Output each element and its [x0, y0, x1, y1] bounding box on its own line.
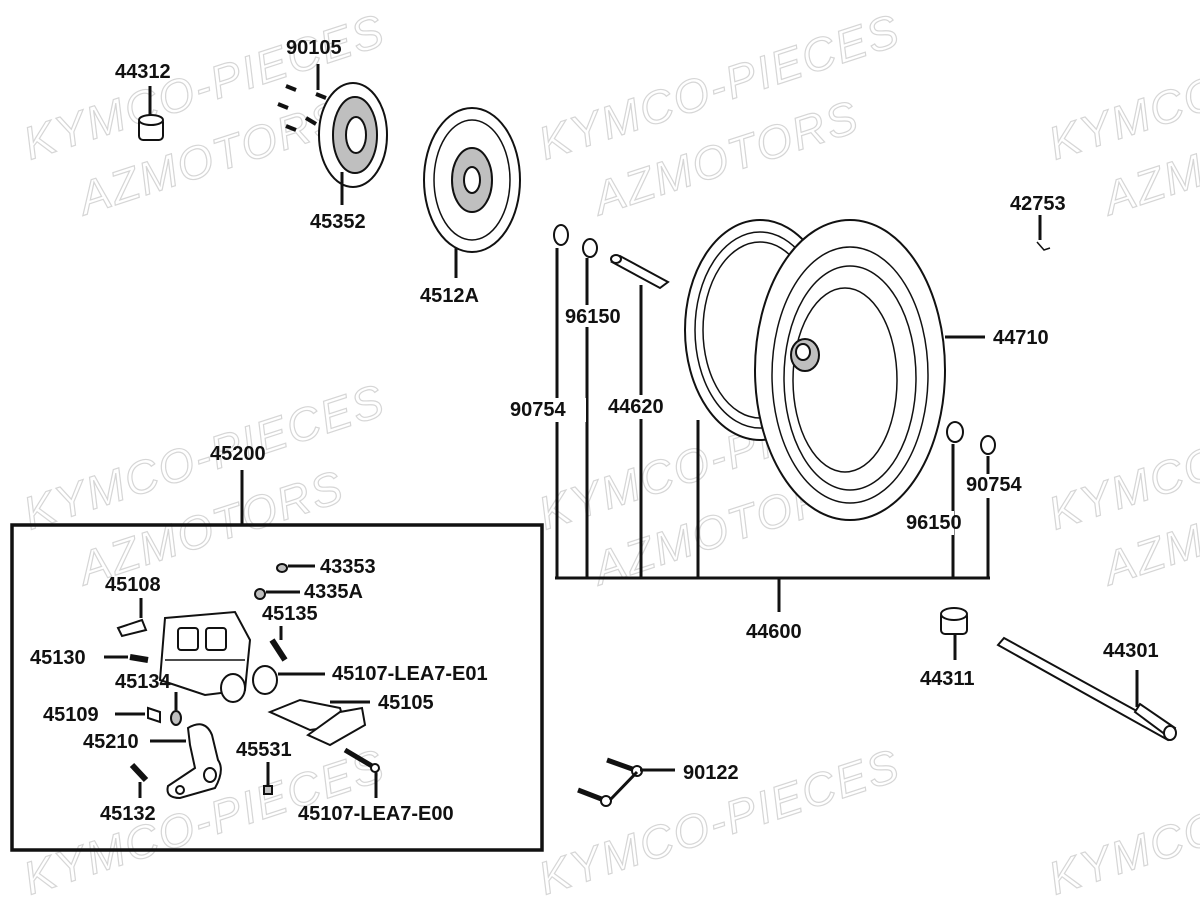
axle-44301 [996, 636, 1177, 742]
bracket-45210 [150, 723, 222, 800]
label-96150-right[interactable]: 96150 [906, 512, 962, 534]
bolts-90105 [277, 64, 327, 132]
disc-hub-45352 [318, 82, 388, 205]
label-45134[interactable]: 45134 [115, 671, 171, 693]
collar-44311 [940, 607, 968, 660]
label-45135[interactable]: 45135 [262, 603, 318, 625]
wheel-44710 [684, 219, 985, 521]
label-45107-lea7-e01[interactable]: 45107-LEA7-E01 [332, 663, 488, 685]
caliper-body [158, 610, 278, 703]
label-45132[interactable]: 45132 [100, 803, 156, 825]
washers-left [553, 224, 598, 258]
label-90754-left[interactable]: 90754 [510, 399, 566, 421]
label-45107-lea7-e00[interactable]: 45107-LEA7-E00 [298, 803, 454, 825]
label-45352[interactable]: 45352 [310, 211, 366, 233]
bolt-45130 [104, 654, 149, 663]
bolt-45132 [129, 762, 149, 798]
label-45105[interactable]: 45105 [378, 692, 434, 714]
label-44312[interactable]: 44312 [115, 61, 171, 83]
label-45130[interactable]: 45130 [30, 647, 86, 669]
label-90105[interactable]: 90105 [286, 37, 342, 59]
label-43353[interactable]: 43353 [320, 556, 376, 578]
washer-45134 [170, 692, 182, 726]
label-45108[interactable]: 45108 [105, 574, 161, 596]
collar-44312 [138, 86, 164, 141]
label-4335A[interactable]: 4335A [304, 581, 363, 603]
label-45200[interactable]: 45200 [210, 443, 266, 465]
valve-42753 [1036, 215, 1051, 251]
pin-45135 [269, 626, 288, 662]
label-45531[interactable]: 45531 [236, 739, 292, 761]
label-45109[interactable]: 45109 [43, 704, 99, 726]
clip-45109 [115, 706, 161, 724]
bleeder-parts [254, 563, 315, 600]
brake-pads-45105 [267, 698, 370, 747]
brake-disc-4512A [423, 107, 521, 278]
label-42753[interactable]: 42753 [1010, 193, 1066, 215]
watermark-kymco: KYMCO-PIECES [1042, 374, 1200, 540]
label-90122[interactable]: 90122 [683, 762, 739, 784]
label-96150-top[interactable]: 96150 [565, 306, 621, 328]
label-44311[interactable]: 44311 [920, 668, 975, 690]
label-45210[interactable]: 45210 [83, 731, 139, 753]
spring-45108 [116, 598, 148, 638]
washers-right [946, 421, 996, 455]
label-44620[interactable]: 44620 [608, 396, 664, 418]
label-44301[interactable]: 44301 [1103, 640, 1159, 662]
watermark-kymco: KYMCO-PIECES [1042, 4, 1200, 170]
label-90754-right[interactable]: 90754 [966, 474, 1022, 496]
watermark-kymco: KYMCO-PIECES [1042, 739, 1200, 900]
pin-45107-e00 [343, 747, 380, 798]
label-44600[interactable]: 44600 [746, 621, 802, 643]
bolts-90122 [577, 757, 675, 807]
cap-45531 [263, 762, 273, 795]
caliper-assembly-box [10, 523, 544, 852]
label-4512A[interactable]: 4512A [420, 285, 479, 307]
spacer-44620 [610, 254, 670, 290]
label-44710[interactable]: 44710 [993, 327, 1049, 349]
